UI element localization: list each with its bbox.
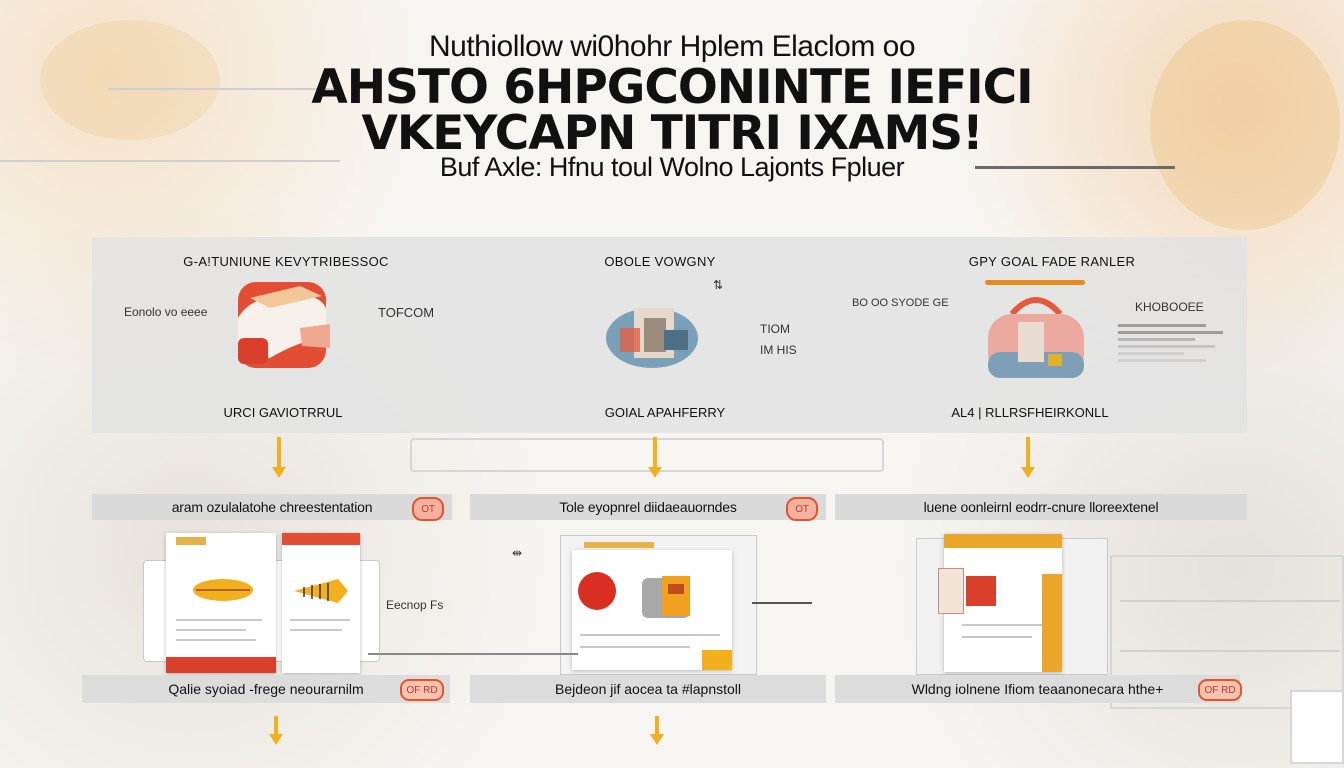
column-2-footer: GOIAL APAHFERRY [604,405,726,420]
bottom-bar-3-badge: OF RD [1198,679,1242,701]
bag-illustration [606,308,698,368]
page-subtitle: Buf Axle: Hfnu toul Wolno Lajonts Fpluer [439,152,905,182]
step-bar-1-badge: OT [412,497,444,521]
column-3-right-label: KHOBOOEE [1135,300,1204,314]
link-marker: ⇹ [512,546,523,560]
subtitle-rule [975,166,1175,169]
bottom-bar-3-label: Wldng iolnene Ifiom teaanonecara hthe+ [911,681,1164,697]
column-2-right-label-1: TIOM [760,322,790,336]
decor-frame [1290,690,1344,764]
decor-line [0,160,340,162]
step-bar-3-label: luene oonleirnl eodrr-cnure lloreextenel [923,499,1159,515]
step-bar-1: aram ozulalatohe chreestentation OT [92,494,452,521]
connector-line [368,653,578,655]
down-arrow-bottom-1 [269,716,283,745]
down-arrow-3 [1021,437,1035,478]
column-3-left-label: BO OO SYODE GE [852,297,949,309]
bottom-bar-1-badge: OF RD [400,679,444,701]
decor-line [108,88,338,90]
bottom-bar-2-label: Bejdeon jif aocea ta #lapnstoll [554,681,742,697]
column-3-footer: AL4 | RLLRSFHEIRKONLL [951,405,1109,420]
step-bar-2-label: Tole eyopnrel diidaeauorndes [559,499,737,515]
connector-line [752,602,812,604]
document-page-1b [282,533,360,673]
step-bar-3: luene oonleirnl eodrr-cnure lloreextenel [835,494,1247,520]
page-title-second-line: VKEYCAPN TITRI IXAMS! [361,106,983,161]
step-bar-1-label: aram ozulalatohe chreestentation [171,499,373,515]
decor-line [1120,600,1340,602]
decor-line [1120,650,1340,652]
document-page-1a [166,533,276,673]
column-1-left-label: Eonolo vo eeee [124,305,208,319]
column-1-title: G-A!TUNIUNE KEVYTRIBESSOC [183,254,389,269]
bottom-bar-2: Bejdeon jif aocea ta #lapnstoll [470,675,826,703]
decor-frame [410,438,884,472]
column-3-title: GPY GOAL FADE RANLER [968,254,1136,269]
column-2-title: OBOLE VOWGNY [604,254,716,269]
step-bar-2: Tole eyopnrel diidaeauorndes OT [470,494,826,521]
bottom-bar-3: Wldng iolnene Ifiom teaanonecara hthe+ O… [835,675,1242,703]
document-page-2 [572,542,732,670]
bottom-bar-1: Qalie syoiad -frege neourarnilm OF RD [82,675,450,703]
down-arrow-2 [648,437,662,478]
step-bar-2-badge: OT [786,497,818,521]
down-arrow-bottom-2 [650,716,664,745]
column-1-footer: URCI GAVIOTRRUL [223,405,343,420]
decor-frame [1110,555,1344,709]
page-title: AHSTO 6HPGCONINTE IEFICI [311,60,1033,115]
column-2-mark: ⇅ [713,278,724,292]
column-3-text-lines [1118,320,1228,366]
handbag-illustration [988,297,1084,378]
column-3-accent-line [985,280,1085,285]
document-page-3 [938,534,1062,672]
column-2-right-label-2: IM HIS [760,343,797,357]
header-line-1: Nuthiollow wi0hohr Hplem Elaclom oo [428,30,916,63]
paint-splash-top-right [1150,20,1340,230]
paint-splash-top-left [40,20,220,140]
column-1-side-label: Eecnop Fs [386,598,444,612]
down-arrow-1 [272,437,286,478]
bottom-bar-1-label: Qalie syoiad -frege neourarnilm [168,681,364,697]
shoe-box-illustration [238,282,330,368]
column-1-right-label: TOFCOM [378,305,435,320]
